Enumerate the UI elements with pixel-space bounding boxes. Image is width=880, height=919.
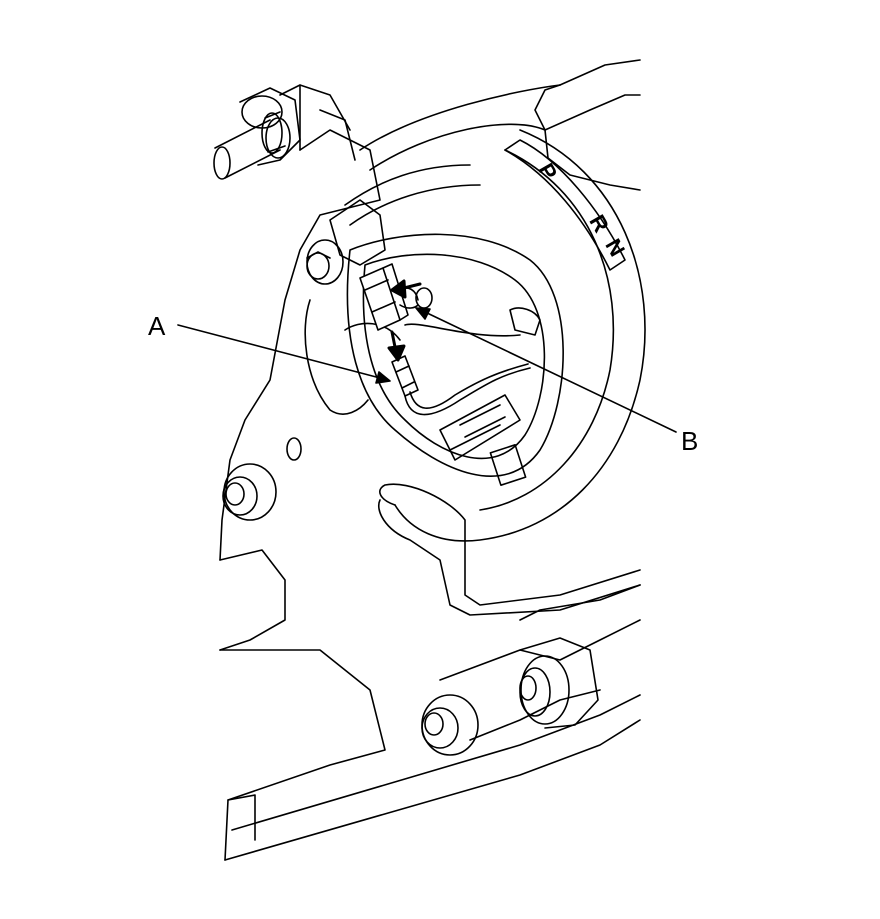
leader-a [178,325,380,378]
leader-b-arrowhead [416,308,430,319]
connector-a [392,356,418,396]
callout-a-label: A [148,311,166,341]
clockspring-housing [305,85,645,615]
arrowhead-down [389,346,404,360]
shift-n: N [600,234,630,260]
small-hole [287,438,301,460]
connector-b [360,264,432,330]
bolt-left [223,464,276,520]
leader-lines [178,308,676,432]
bolt-lower-middle [422,695,478,755]
arrowhead-left [392,281,405,297]
column-shaft [214,88,300,179]
bolt-lower-right [520,638,598,728]
disconnect-arrows [389,281,420,360]
leader-b [425,312,676,432]
column-housing [220,60,640,860]
bolt-upper-left [307,240,343,284]
leader-a-arrowhead [376,372,390,383]
wire-harness [405,324,530,414]
shift-p: P [533,159,562,184]
callout-b-label: B [681,426,699,456]
